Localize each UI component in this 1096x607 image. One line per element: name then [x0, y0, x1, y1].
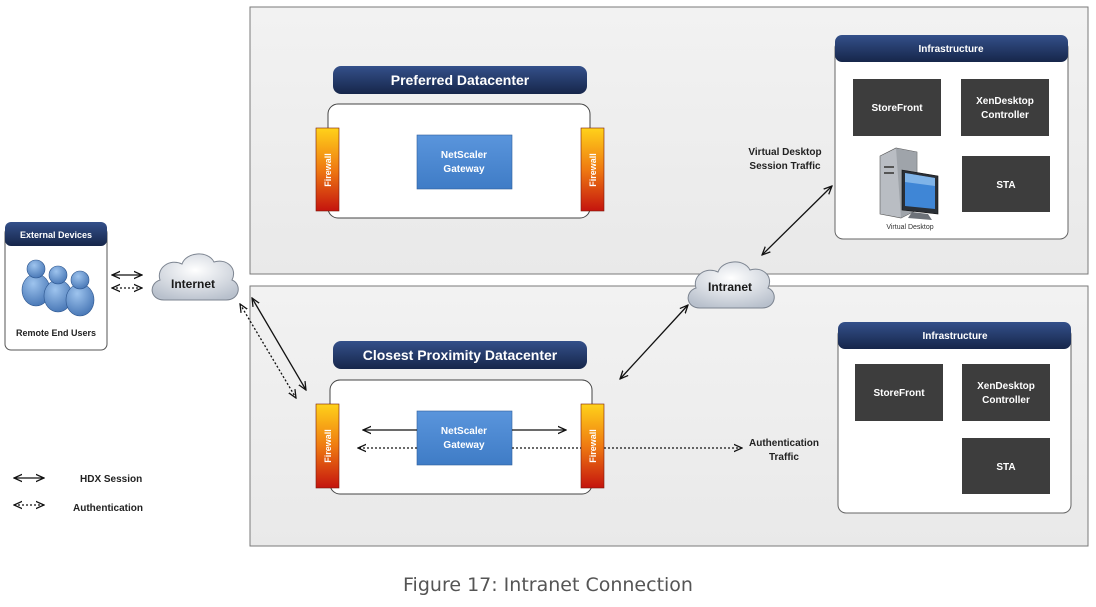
legend-hdx-label: HDX Session — [80, 474, 142, 485]
svg-text:Firewall: Firewall — [323, 429, 333, 463]
svg-text:Controller: Controller — [982, 395, 1030, 406]
remote-end-users-label: Remote End Users — [16, 328, 96, 338]
legend: HDX Session Authentication — [14, 474, 143, 514]
preferred-infrastructure: Infrastructure StoreFront XenDesktop Con… — [834, 35, 1069, 240]
svg-text:Firewall: Firewall — [588, 429, 598, 463]
svg-text:StoreFront: StoreFront — [871, 103, 923, 114]
preferred-storefront — [853, 79, 941, 136]
closest-infrastructure: Infrastructure StoreFront XenDesktop Con… — [837, 322, 1072, 514]
svg-text:StoreFront: StoreFront — [873, 388, 925, 399]
svg-text:XenDesktop: XenDesktop — [977, 381, 1035, 392]
svg-text:Gateway: Gateway — [443, 164, 485, 175]
figure-caption: Figure 17: Intranet Connection — [403, 574, 693, 596]
vd-traffic-label-2: Session Traffic — [749, 161, 821, 172]
legend-auth-label: Authentication — [73, 503, 143, 514]
closest-firewall-right: Firewall — [580, 403, 605, 489]
intranet-cloud-icon: Intranet — [687, 261, 775, 309]
remote-users-icon — [21, 259, 95, 317]
preferred-netscaler-gateway: NetScaler Gateway — [416, 134, 513, 190]
closest-dc-header: Closest Proximity Datacenter — [333, 341, 587, 369]
virtual-desktop-icon — [879, 147, 939, 220]
closest-firewall-left: Firewall — [315, 403, 340, 489]
auth-traffic-label-2: Traffic — [769, 452, 799, 463]
vd-session-arrow — [762, 186, 832, 255]
svg-text:Controller: Controller — [981, 110, 1029, 121]
auth-traffic-label: Authentication — [749, 438, 819, 449]
preferred-infra-title: Infrastructure — [918, 44, 983, 55]
svg-text:NetScaler: NetScaler — [441, 150, 487, 161]
preferred-dc-title: Preferred Datacenter — [391, 72, 530, 88]
virtual-desktop-label: Virtual Desktop — [886, 224, 933, 231]
preferred-firewall-right: Firewall — [580, 127, 605, 212]
intranet-label: Intranet — [708, 280, 752, 294]
internet-cloud-icon: Internet — [151, 253, 239, 301]
svg-text:Firewall: Firewall — [323, 153, 333, 187]
svg-text:XenDesktop: XenDesktop — [976, 96, 1034, 107]
vd-traffic-label: Virtual Desktop — [748, 147, 821, 158]
external-devices-title: External Devices — [20, 230, 92, 240]
preferred-firewall-left: Firewall — [315, 127, 340, 212]
svg-text:NetScaler: NetScaler — [441, 426, 487, 437]
external-devices-box: External Devices Remote End Users — [4, 222, 108, 351]
preferred-dc-header: Preferred Datacenter — [333, 66, 587, 94]
svg-text:STA: STA — [996, 462, 1015, 473]
closest-storefront — [855, 364, 943, 421]
closest-sta — [962, 438, 1050, 494]
closest-xendesktop-controller — [962, 364, 1050, 421]
svg-text:Firewall: Firewall — [588, 153, 598, 187]
closest-infra-title: Infrastructure — [922, 331, 987, 342]
closest-dc-title: Closest Proximity Datacenter — [363, 347, 558, 363]
preferred-xendesktop-controller — [961, 79, 1049, 136]
svg-text:Gateway: Gateway — [443, 440, 485, 451]
closest-netscaler-gateway: NetScaler Gateway — [416, 410, 513, 466]
internet-label: Internet — [171, 277, 215, 291]
svg-text:STA: STA — [996, 180, 1015, 191]
intranet-closest-arrow — [620, 305, 688, 379]
preferred-datacenter-panel: Preferred Datacenter Firewall Firewall N… — [249, 6, 1089, 275]
preferred-sta — [962, 156, 1050, 212]
